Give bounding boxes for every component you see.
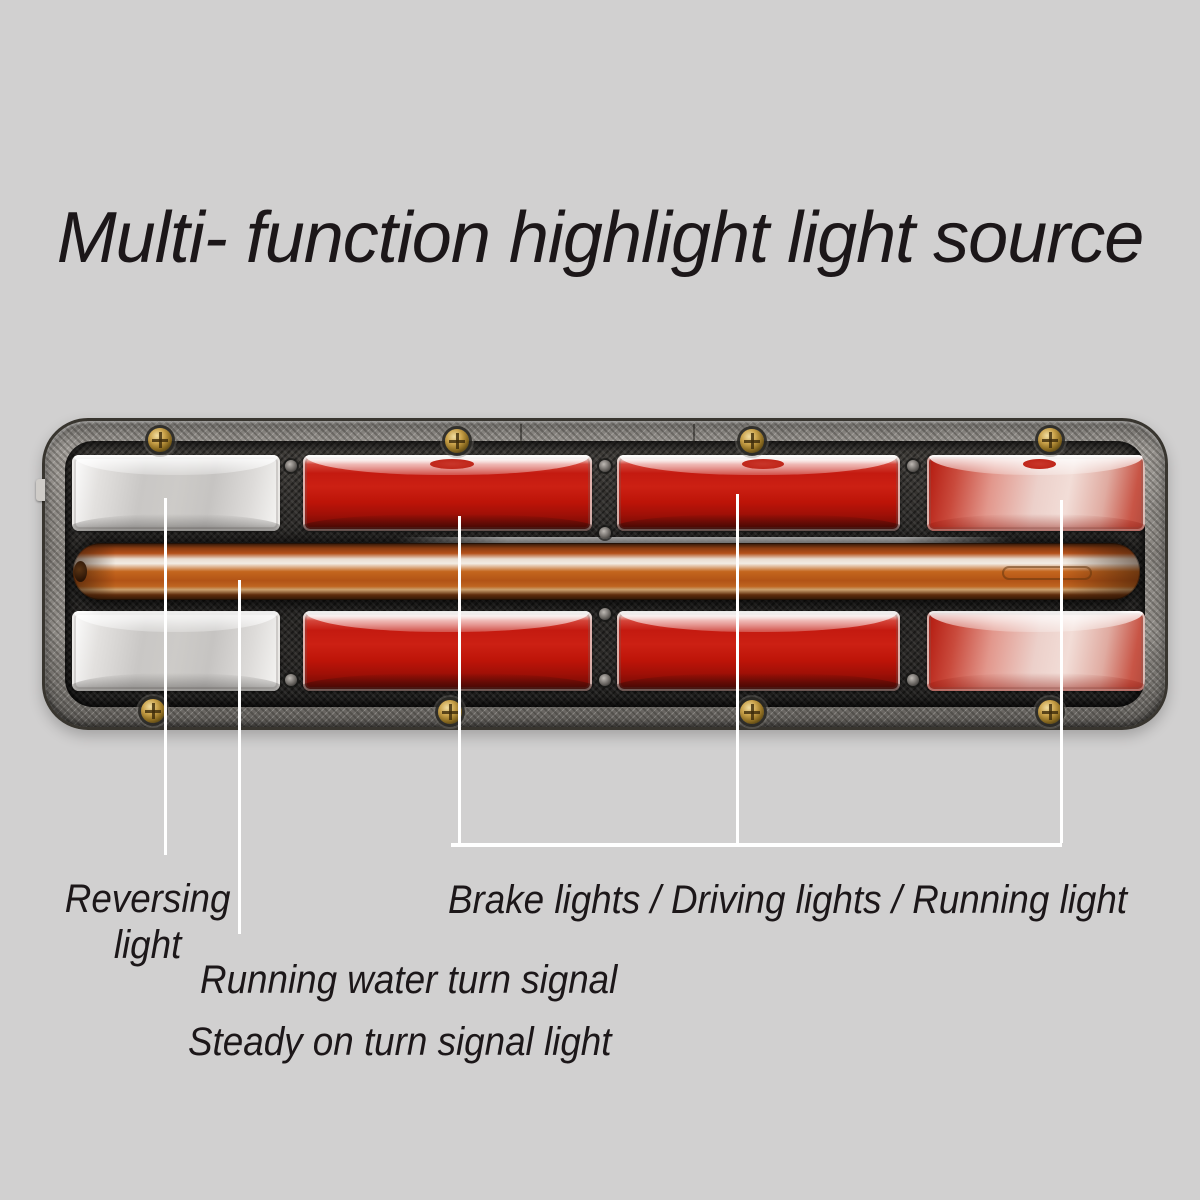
callout-line-turn-signal — [238, 580, 241, 934]
rivet — [907, 460, 919, 472]
screw — [1038, 428, 1062, 452]
reflector-dot — [1022, 458, 1056, 469]
bar-slot-detail — [1002, 565, 1092, 581]
reversing-lens-top — [72, 455, 280, 531]
brake-lens-top-2 — [617, 455, 900, 531]
callout-line-brake-1 — [458, 516, 461, 843]
rivet — [599, 674, 611, 686]
callout-line-reversing — [164, 498, 167, 855]
brake-lens-top-1 — [303, 455, 592, 531]
rivet — [599, 527, 611, 539]
brake-lens-bottom-2 — [617, 611, 900, 691]
bar-end-cap — [74, 561, 87, 582]
screw — [1038, 700, 1062, 724]
callout-line-brake-3 — [1060, 500, 1063, 843]
label-steady-on-turn-signal: Steady on turn signal light — [188, 1020, 612, 1064]
reflector-dot — [741, 458, 784, 469]
reversing-lens-bottom — [72, 611, 280, 691]
screw — [740, 700, 764, 724]
screw — [141, 699, 165, 723]
label-running-water-turn-signal: Running water turn signal — [200, 958, 618, 1002]
label-brake-driving-running: Brake lights / Driving lights / Running … — [448, 878, 1128, 922]
rivet — [907, 674, 919, 686]
reflector-dot — [430, 458, 474, 469]
lamp-bezel — [65, 441, 1145, 707]
frame-seam — [693, 424, 695, 448]
rivet — [599, 608, 611, 620]
turn-signal-amber-bar — [73, 543, 1140, 600]
label-reversing-light: Reversing light — [64, 877, 231, 967]
screw — [445, 429, 469, 453]
brake-lens-bottom-3 — [927, 611, 1145, 691]
frame-seam — [520, 424, 522, 448]
screw — [148, 428, 172, 452]
brake-lens-top-3 — [927, 455, 1145, 531]
callout-line-brake-2 — [736, 494, 739, 843]
brake-lens-bottom-1 — [303, 611, 592, 691]
tail-light-product-photo — [36, 418, 1168, 730]
lens-reflection-highlight — [395, 537, 1015, 545]
mounting-tab — [36, 479, 45, 501]
rivet — [599, 460, 611, 472]
rivet — [285, 674, 297, 686]
screw — [740, 429, 764, 453]
page-title: Multi- function highlight light source — [56, 198, 1145, 278]
rivet — [285, 460, 297, 472]
callout-bracket-brake — [451, 843, 1062, 847]
